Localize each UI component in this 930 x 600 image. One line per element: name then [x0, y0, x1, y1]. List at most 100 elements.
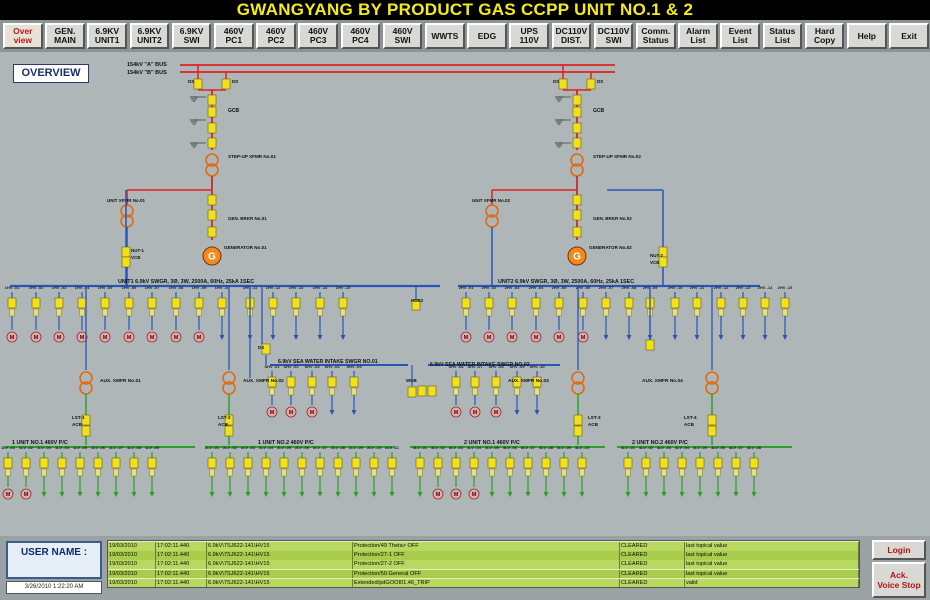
- pc4-label: 2 UNIT NO.2 460V P/C: [632, 440, 688, 446]
- disconnect-switch: [207, 122, 217, 134]
- alarm-cell-date: 19/03/2010: [108, 542, 156, 551]
- feeder-breaker: [147, 297, 157, 309]
- nav-button-dc110v-swi[interactable]: DC110V SWI: [593, 23, 634, 49]
- motor-label: M: [289, 410, 294, 416]
- nav-button-comm-status[interactable]: Comm. Status: [636, 23, 676, 49]
- feeder-ct: [417, 468, 423, 477]
- user-name-label: USER NAME :: [20, 547, 88, 558]
- feeder-breaker: [297, 457, 307, 469]
- feeder-ct: [762, 308, 768, 317]
- lst-breaker: [573, 425, 583, 437]
- user-panel[interactable]: USER NAME :: [6, 541, 102, 579]
- login-button[interactable]: Login: [872, 540, 926, 560]
- nav-button-460v-pc1[interactable]: 460V PC1: [214, 23, 254, 49]
- feeder-breaker: [692, 297, 702, 309]
- feeder-label: SHV -07: [467, 364, 483, 369]
- feeder-ct: [335, 468, 341, 477]
- ds-breaker: [261, 343, 271, 355]
- motor-label: M: [534, 335, 539, 341]
- aux-xfmr-label: AUX. XMFR No.04: [642, 378, 683, 384]
- feeder-breaker: [243, 457, 253, 469]
- feeder-ct: [525, 468, 531, 477]
- motor-label: M: [197, 335, 202, 341]
- tie-breaker: [427, 385, 437, 397]
- feeder-breaker: [286, 376, 296, 388]
- feeder-breaker: [541, 457, 551, 469]
- feeder-ct: [435, 468, 441, 477]
- ground-symbol: [555, 119, 563, 125]
- nav-button-event-list[interactable]: Event List: [720, 23, 760, 49]
- feeder-breaker: [3, 457, 13, 469]
- feeder-breaker: [415, 457, 425, 469]
- nav-button-help[interactable]: Help: [847, 23, 887, 49]
- nav-button-460v-pc3[interactable]: 460V PC3: [298, 23, 338, 49]
- alarm-cell-date: 19/03/2010: [108, 569, 156, 579]
- nav-button-over-view[interactable]: Over view: [3, 23, 43, 49]
- feeder-label: 3LV -08: [539, 445, 554, 450]
- nav-button-460v-pc2[interactable]: 460V PC2: [256, 23, 296, 49]
- datetime-display: 3/26/2010 1:22:20 AM: [6, 581, 102, 594]
- feeder-ct: [533, 308, 539, 317]
- load-arrow: [762, 335, 768, 340]
- nav-button-dc110v-dist[interactable]: DC110V DIST.: [551, 23, 592, 49]
- load-arrow: [417, 492, 423, 497]
- feeder-label: 3LV -02: [431, 445, 446, 450]
- feeder-label: 1LV -01: [1, 445, 16, 450]
- feeder-label: 1HV -04: [75, 285, 90, 290]
- nav-button-hard-copy[interactable]: Hard Copy: [804, 23, 845, 49]
- feeder-ct: [281, 468, 287, 477]
- nav-button-6-9kv-unit2[interactable]: 6.9KV UNIT2: [129, 23, 170, 49]
- nav-button-ups-110v[interactable]: UPS 110V: [509, 23, 549, 49]
- feeder-label: 1LV -08: [127, 445, 142, 450]
- sw-swgr2-label: 6.9kV SEA WATER INTAKE SWGR NO.02: [430, 362, 530, 368]
- feeder-ct: [453, 468, 459, 477]
- nav-button-460v-swi[interactable]: 460V SWI: [382, 23, 423, 49]
- feeder-breaker: [77, 297, 87, 309]
- step-up-transformer: [570, 153, 584, 167]
- feeder-ct: [329, 387, 335, 396]
- feeder-ct: [486, 308, 492, 317]
- nav-button-460v-pc4[interactable]: 460V PC4: [340, 23, 381, 49]
- nav-button-alarm-list[interactable]: Alarm List: [678, 23, 718, 49]
- feeder-ct: [643, 468, 649, 477]
- gen-brkr-label: GEN. BRKR No.02: [593, 216, 632, 221]
- motor-label: M: [103, 335, 108, 341]
- gcb-label: GCB: [593, 108, 605, 114]
- load-arrow: [514, 410, 520, 415]
- alarm-cell-source: 6.9kV\7SJ622-141\HV15: [207, 560, 353, 569]
- feeder-breaker: [225, 457, 235, 469]
- feeder-breaker: [333, 457, 343, 469]
- feeder-ct: [463, 308, 469, 317]
- alarm-cell-time: 17:02:11.440: [156, 560, 207, 569]
- nav-button-wwts[interactable]: WWTS: [425, 23, 465, 49]
- feeder-breaker: [369, 457, 379, 469]
- nav-button-exit[interactable]: Exit: [889, 23, 929, 49]
- feeder-ct: [9, 308, 15, 317]
- ack-voice-stop-button[interactable]: Ack. Voice Stop: [872, 562, 926, 598]
- feeder-label: 1LV -05: [73, 445, 88, 450]
- nav-button-status-list[interactable]: Status List: [762, 23, 803, 49]
- feeder-ct: [489, 468, 495, 477]
- feeder-label: 2LV -08: [331, 445, 346, 450]
- feeder-breaker: [624, 297, 634, 309]
- nav-button-6-9kv-unit1[interactable]: 6.9KV UNIT1: [87, 23, 127, 49]
- feeder-label: SHV -08: [488, 364, 504, 369]
- load-arrow: [335, 492, 341, 497]
- nav-button-6-9kv-swi[interactable]: 6.9KV SWI: [171, 23, 212, 49]
- feeder-ct: [353, 468, 359, 477]
- feeder-label: 1HV -02: [29, 285, 44, 290]
- feeder-label: 3LV -07: [521, 445, 536, 450]
- nav-button-gen-main[interactable]: GEN. MAIN: [45, 23, 85, 49]
- feeder-label: 2LV -09: [349, 445, 364, 450]
- nav-button-edg[interactable]: EDG: [467, 23, 507, 49]
- feeder-label: 2HV -15: [778, 285, 793, 290]
- feeder-label: 1HV -05: [98, 285, 113, 290]
- motor-label: M: [10, 335, 15, 341]
- generator-symbol-label: G: [573, 252, 581, 263]
